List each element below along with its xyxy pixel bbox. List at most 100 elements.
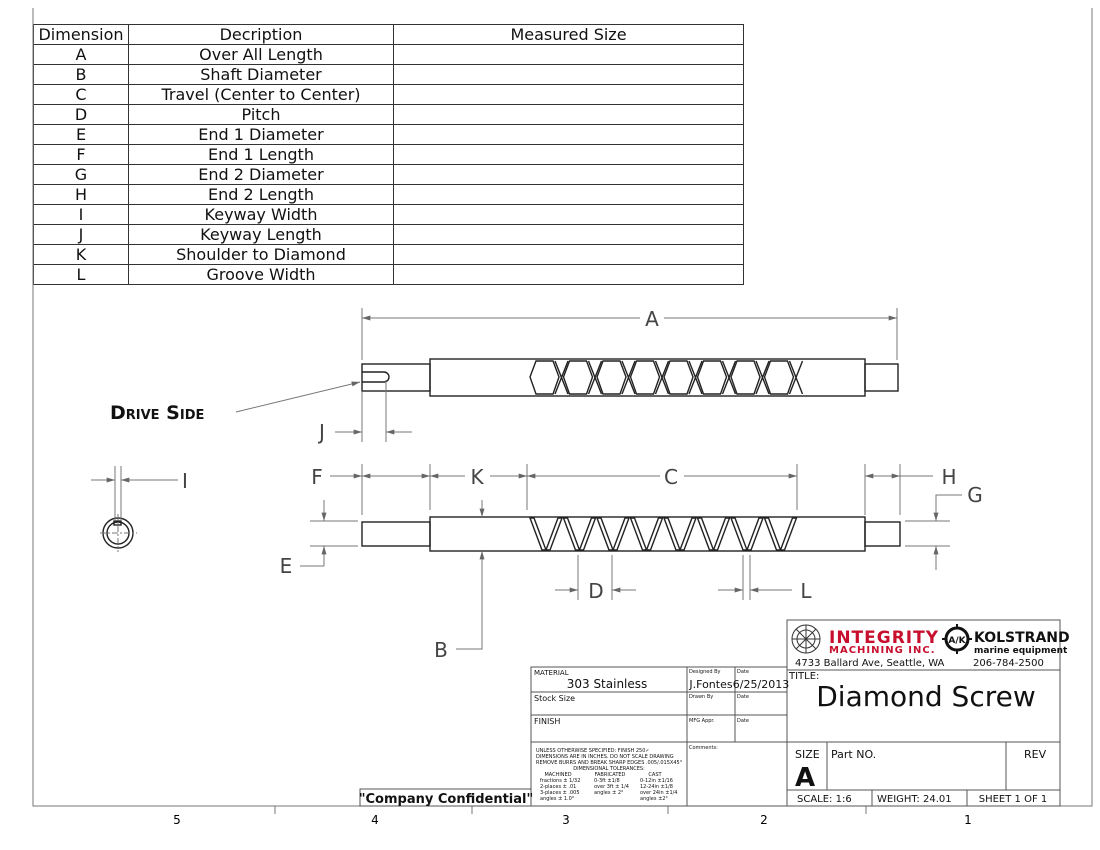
svg-text:angles ± 1.0°: angles ± 1.0° [540,796,575,802]
part-no-label: Part NO. [831,748,876,761]
svg-text:A/K: A/K [948,636,966,646]
thread-flank [763,517,782,551]
description-cell: End 1 Diameter [128,124,394,145]
screw-side-view [361,516,901,552]
scale-value: SCALE: 1:6 [797,794,852,805]
integrity-logo-compass-icon [791,624,821,654]
svg-text:over 3ft ± 1/4: over 3ft ± 1/4 [594,784,629,790]
comments-label: Comments: [689,745,718,751]
svg-text:angles ±2°: angles ±2° [640,796,668,802]
svg-text:3-places ± .005: 3-places ± .005 [540,790,580,796]
diamond-cross [688,360,703,395]
thread-flank [779,517,798,551]
svg-text:MACHINED: MACHINED [544,772,571,778]
dim-label-g: G [967,483,983,507]
dim-label-k: K [470,465,484,489]
diamond-cross [721,360,737,395]
dim-label-i: I [182,469,188,493]
svg-text:0-3ft ±1/8: 0-3ft ±1/8 [594,778,620,784]
diamond-segment [730,360,761,395]
drive-side-leader [235,381,361,413]
dim-label-c: C [664,465,678,489]
mfg-appr-label: MFG Appr. [689,718,715,724]
date-label-3: Date [737,718,749,724]
dim-label-h: H [941,465,956,489]
sheet-value: SHEET 1 OF 1 [979,794,1048,805]
thread-flank [696,517,715,551]
zone-ticks [274,806,867,814]
diamond-cross [554,360,569,395]
dim-label-e: E [280,554,293,578]
diamond-segment [562,360,594,395]
description-cell: Travel (Center to Center) [128,84,394,105]
diamond-segment [696,360,728,395]
size-value: A [795,763,815,793]
company-address: 4733 Ballard Ave, Seattle, WA [795,658,945,669]
designed-by-value: J.Fontes [688,678,732,691]
thread-flank [678,517,698,551]
rev-label: REV [1024,748,1047,761]
description-cell: Groove Width [128,264,394,285]
description-cell: Keyway Width [128,204,394,225]
dim-label-j: J [317,420,325,444]
dim-label-f: F [311,465,323,489]
diamond-cross [621,360,636,395]
svg-text:CAST: CAST [648,772,662,778]
svg-text:UNLESS OTHERWISE SPECIFIED: FI: UNLESS OTHERWISE SPECIFIED: FINISH 250✓ [536,748,650,754]
keyway-slot [362,371,390,383]
dim-label-d: D [588,579,603,603]
drive-side-label: Drive Side [110,402,204,424]
dim-label-l: L [800,579,812,603]
svg-text:angles ± 2°: angles ± 2° [594,790,624,796]
diamond-cross [788,360,804,395]
measured-size-cell[interactable] [393,264,744,285]
tolerance-notes: UNLESS OTHERWISE SPECIFIED: FINISH 250✓ … [536,748,683,802]
kolstrand-logo-wheel-icon: A/K [942,624,972,654]
zone-2: 2 [760,813,768,827]
thread-flank [629,517,648,551]
dim-label-b: B [434,638,448,662]
diamond-segment [763,360,795,395]
zone-5: 5 [173,813,181,827]
drawn-by-label: Drawn By [689,694,713,700]
date-label-2: Date [737,694,749,700]
weight-value: WEIGHT: 24.01 [877,794,952,805]
end-view [100,514,137,552]
dim-label-a: A [645,307,659,331]
drawing-title: Diamond Screw [816,680,1036,713]
kolstrand-sub: marine equipment [974,646,1068,656]
thread-flank [662,517,682,551]
svg-text:FABRICATED: FABRICATED [595,772,626,778]
svg-text:2-places ± .01: 2-places ± .01 [540,784,576,790]
thread-flank [595,517,615,551]
title-block [359,619,1061,807]
thread-flank [562,517,581,551]
size-label: SIZE [795,748,820,761]
date-label: Date [737,669,749,675]
date-value: 6/25/2013 [733,678,789,691]
svg-text:fractions ± 1/32: fractions ± 1/32 [540,778,580,784]
integrity-sub: MACHINING INC. [829,645,936,656]
diamond-segment [596,360,627,395]
diamond-thread-pattern [529,360,804,395]
diamond-segment [529,360,560,395]
description-cell: Shaft Diameter [128,64,394,85]
company-phone: 206-784-2500 [973,658,1044,669]
dimension-cell: L [33,264,129,285]
title-label: TITLE: [788,671,819,682]
thread-flank [578,517,597,551]
designed-by-label: Designed By [689,669,721,675]
thread-flank [611,517,631,551]
zone-1: 1 [964,813,972,827]
zone-4: 4 [371,813,379,827]
integrity-name: INTEGRITY [829,628,939,648]
stock-size-label: Stock Size [534,694,575,703]
